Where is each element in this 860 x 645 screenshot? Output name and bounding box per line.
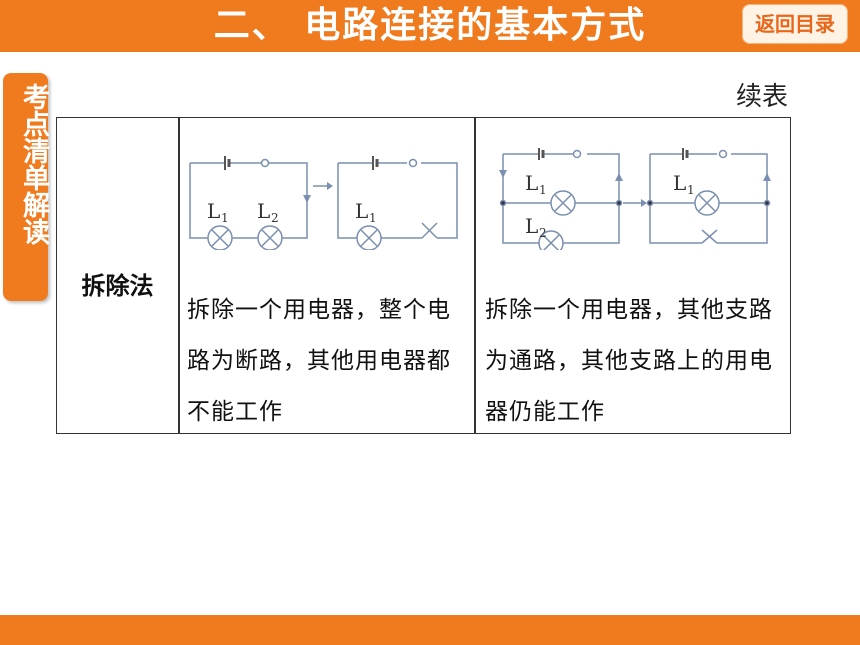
series-description: 拆除一个用电器，整个电路为断路，其他用电器都不能工作 <box>187 297 451 425</box>
lamp-labels: L 1 L 2 L 1 <box>525 171 695 240</box>
lamp-1-label: L <box>525 171 538 195</box>
column-divider <box>474 118 476 433</box>
parallel-circuit-diagram: L 1 L 2 L 1 <box>499 148 771 250</box>
side-tab[interactable]: 考点清单解读 <box>3 73 49 301</box>
series-circuit-diagram: L 1 L 2 L 1 <box>189 156 458 250</box>
lamp-1-label: L <box>207 199 220 223</box>
method-cell: 拆除法 <box>81 272 154 300</box>
lamp-1-subscript: 1 <box>539 183 547 197</box>
continued-label: 续表 <box>735 82 788 112</box>
lamp-labels: L 1 L 2 L 1 <box>207 199 377 225</box>
header-bar <box>0 0 860 52</box>
footer-bar <box>0 615 860 645</box>
lamp-2-subscript: 2 <box>271 211 279 225</box>
lamp-1-label: L <box>355 199 368 223</box>
back-to-contents-button[interactable]: 返回目录 <box>742 4 848 44</box>
comparison-table: 拆除法 拆除一个用电器，整个电路为断路，其他用电器都不能工作 拆除一个用电器，其… <box>56 117 791 434</box>
lamp-1-subscript: 1 <box>369 211 377 225</box>
lamp-1-subscript: 1 <box>687 183 695 197</box>
lamp-1-label: L <box>673 171 686 195</box>
lamp-1-subscript: 1 <box>221 211 229 225</box>
lamp-2-subscript: 2 <box>539 226 547 240</box>
side-tab-label: 考点清单解读 <box>18 83 49 245</box>
lamp-2-label: L <box>257 199 270 223</box>
page-title: 二、 电路连接的基本方式 <box>213 5 647 46</box>
lamp-2-label: L <box>525 214 538 238</box>
parallel-description: 拆除一个用电器，其他支路为通路，其他支路上的用电器仍能工作 <box>485 297 773 425</box>
column-divider <box>178 118 180 433</box>
